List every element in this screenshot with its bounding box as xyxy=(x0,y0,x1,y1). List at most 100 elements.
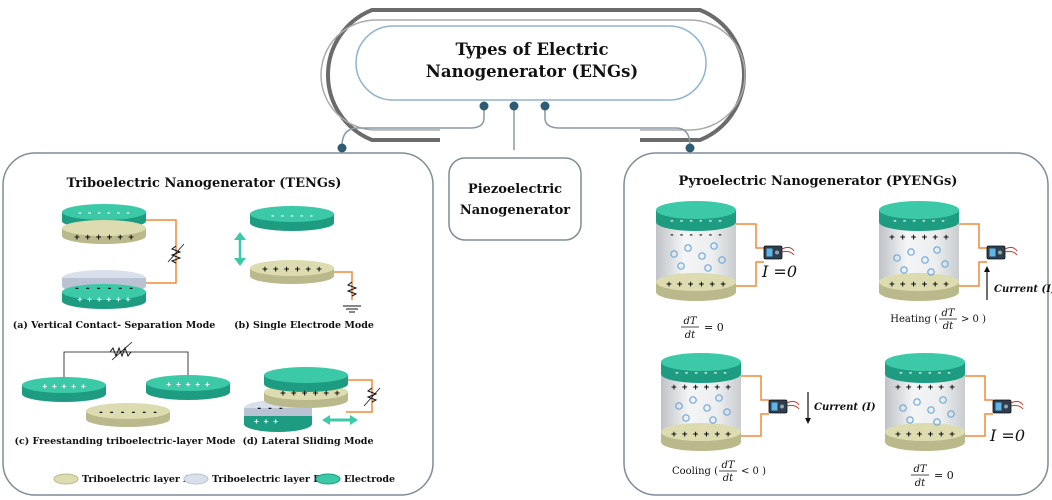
header-gap-mask xyxy=(440,118,640,142)
eq-denominator: dt xyxy=(685,330,696,341)
eq-denominator: dt xyxy=(723,473,734,484)
charge-label: + + + + + xyxy=(42,382,86,391)
charge-label: - - - - - - xyxy=(74,284,134,294)
eq-denominator: dt xyxy=(915,478,926,489)
mode-a-caption: (a) Vertical Contact- Separation Mode xyxy=(13,320,216,331)
header-title-line1: Types of Electric xyxy=(456,40,609,59)
legend-layer-a: Triboelectric layer A xyxy=(82,474,191,485)
charge-label: - - - - - - xyxy=(670,230,723,239)
eq-prefix: Cooling ( xyxy=(672,466,718,477)
node-dot xyxy=(540,101,550,111)
connectors xyxy=(341,107,691,150)
pyeng-title: Pyroelectric Nanogenerator (PYENGs) xyxy=(679,174,958,189)
wire xyxy=(146,219,177,284)
charge-label: + + + + + + xyxy=(895,383,955,393)
mode-b-diagram: - - - - - + + + + + + xyxy=(234,206,361,313)
teng-panel: Triboelectric Nanogenerator (TENGs) - - … xyxy=(2,152,434,496)
charge-label: - - - - - - xyxy=(98,408,158,418)
node-dot xyxy=(479,101,489,111)
eq-suffix: > 0 ) xyxy=(961,314,986,325)
eq-prefix: Heating ( xyxy=(890,314,938,325)
wire xyxy=(959,223,987,249)
wire xyxy=(741,375,769,401)
pyro-cell-4: - - - - - - + + + + + + + + + + + + I =0 xyxy=(885,353,1025,451)
teng-title: Triboelectric Nanogenerator (TENGs) xyxy=(67,176,342,191)
current-label: Current (I) xyxy=(994,284,1052,295)
pyro-cell-1: - - - - - - - - - - - - + + + + + + I =0 xyxy=(656,201,797,301)
charge-label: + + + + + + xyxy=(74,233,134,243)
current-zero-label: I =0 xyxy=(761,262,797,281)
pyeng-panel: Pyroelectric Nanogenerator (PYENGs) - - … xyxy=(623,152,1052,496)
eq-numerator: dT xyxy=(683,316,697,327)
legend-layer-b: Triboelectric layer B xyxy=(212,474,321,485)
piezo-line2: Nanogenerator xyxy=(460,203,570,218)
header-outer-ring xyxy=(325,8,747,142)
eq-value: = 0 xyxy=(934,469,954,482)
charge-label: - - - xyxy=(256,404,283,414)
charge-label: - - - - - - xyxy=(893,216,946,225)
charge-label: + + + + + + xyxy=(666,280,726,290)
resistor-icon xyxy=(346,281,358,297)
legend-electrode: Electrode xyxy=(344,474,395,485)
charge-label: - - - - - - xyxy=(899,368,952,377)
teng-legend: Triboelectric layer A Triboelectric laye… xyxy=(53,473,395,485)
legend-swatch-layer-b xyxy=(183,473,209,485)
node-dot xyxy=(685,143,695,153)
header-title-line2: Nanogenerator (ENGs) xyxy=(426,62,638,81)
legend-swatch-electrode xyxy=(315,473,341,485)
mode-b-caption: (b) Single Electrode Mode xyxy=(234,320,374,331)
piezo-line1: Piezoelectric xyxy=(468,182,562,197)
current-label: Current (I) xyxy=(814,402,876,413)
charge-label: + + + + + + xyxy=(671,430,731,440)
pyro-cell-2: - - - - - - + + + + + + + + + + + + Curr… xyxy=(879,201,1052,301)
mode-a-diagram: - - - - - - + + + + + + - - - - - - + + … xyxy=(62,204,185,309)
header-middle-ring xyxy=(320,19,746,131)
connector-teng xyxy=(341,107,485,147)
charge-label: + + + + + + xyxy=(895,430,955,440)
eq-suffix: < 0 ) xyxy=(741,466,766,477)
mode-d-diagram: - - - + + + + + + + + + xyxy=(244,367,381,432)
charge-label: + + + + + + xyxy=(78,295,131,304)
wire xyxy=(965,413,993,437)
eq-numerator: dT xyxy=(941,308,955,319)
header-badge: Types of Electric Nanogenerator (ENGs) xyxy=(320,8,747,142)
charge-label: - - - - - xyxy=(270,211,313,220)
current-zero-label: I =0 xyxy=(989,426,1025,445)
wire xyxy=(736,223,764,249)
charge-label: - - - - - - xyxy=(675,368,728,377)
mode-d-caption: (d) Lateral Sliding Mode xyxy=(242,436,373,447)
pyro-eq-4: dT dt = 0 xyxy=(911,464,954,489)
header-inner-pill xyxy=(355,25,707,101)
charge-label: + + + + + + xyxy=(889,233,949,243)
node-dot xyxy=(337,143,347,153)
piezo-box: Piezoelectric Nanogenerator xyxy=(448,157,582,241)
charge-label: - - - - - - xyxy=(78,208,131,217)
variable-arrow xyxy=(167,243,185,263)
charge-label: + + + + + + xyxy=(671,383,731,393)
connector-pyeng xyxy=(544,107,691,147)
charge-label: - - - - - - xyxy=(670,216,723,225)
charge-label: + + + xyxy=(254,417,278,426)
pyro-eq-2: Heating ( dT dt > 0 ) xyxy=(890,308,986,332)
resistor-icon xyxy=(366,387,378,403)
connector-nodes xyxy=(337,101,695,153)
wire xyxy=(965,375,993,401)
charge-label: + + + + + + xyxy=(889,280,949,290)
wire xyxy=(736,261,764,287)
legend-swatch-layer-a xyxy=(53,473,79,485)
resistor-icon xyxy=(170,245,182,264)
pyro-cell-3: - - - - - - + + + + + + + + + + + + Curr… xyxy=(661,353,876,451)
mode-c-caption: (c) Freestanding triboelectric-layer Mod… xyxy=(14,436,235,447)
charge-label: + + + + + + xyxy=(280,389,340,399)
eq-value: = 0 xyxy=(704,321,724,334)
eq-numerator: dT xyxy=(721,460,735,471)
wire xyxy=(741,413,769,437)
eq-denominator: dt xyxy=(943,321,954,332)
node-dot xyxy=(509,101,519,111)
wire xyxy=(334,271,353,300)
pyro-eq-1: dT dt = 0 xyxy=(681,316,724,341)
eq-numerator: dT xyxy=(913,464,927,475)
charge-label: + + + + + + xyxy=(262,265,322,275)
